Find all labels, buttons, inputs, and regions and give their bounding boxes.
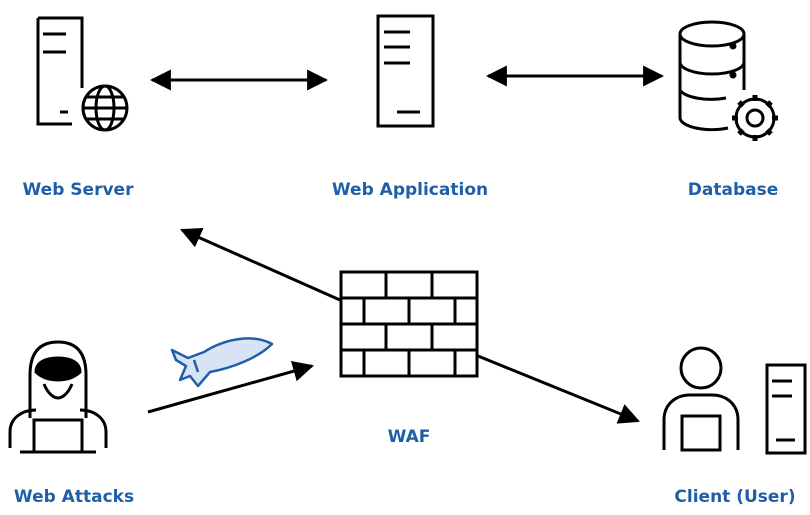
client-user-label: Client (User) [674,487,796,507]
user-computer-icon [662,346,807,455]
waf-to-server-arrow [180,228,341,302]
database-label: Database [687,180,779,200]
web-server-label: Web Server [22,180,134,200]
waf-label: WAF [387,427,431,447]
missile-icon [170,337,274,388]
waf-to-client-arrow [477,354,640,424]
server-globe-icon [36,16,129,132]
brick-firewall-icon [339,270,479,378]
database-gear-icon [678,20,778,141]
server-icon [376,14,435,128]
web-application-label: Web Application [331,180,489,200]
attack-to-waf-arrow [147,360,315,414]
hooded-hacker-icon [8,340,108,454]
web-attacks-label: Web Attacks [13,487,135,507]
